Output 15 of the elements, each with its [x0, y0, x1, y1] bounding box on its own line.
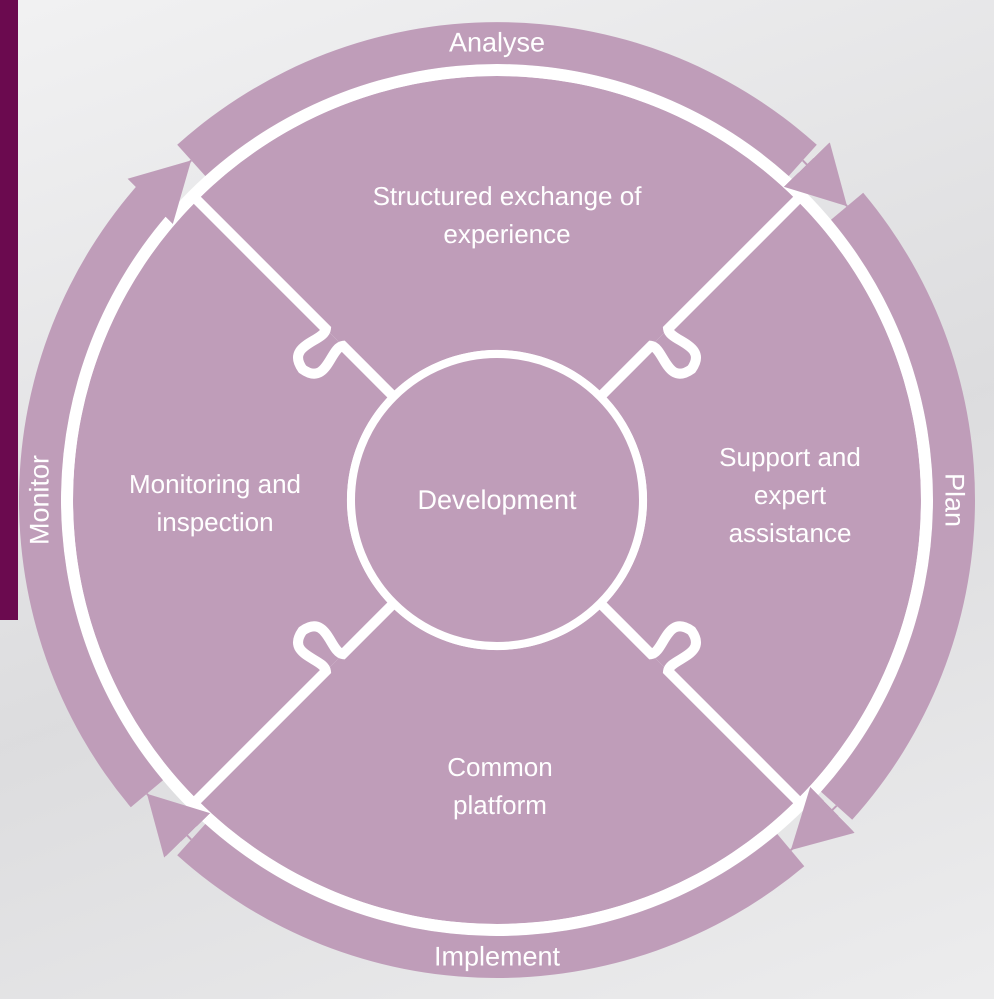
band-label: Implement [434, 942, 560, 972]
band-label: Monitor [24, 454, 56, 546]
arrow [790, 786, 855, 851]
arrow [128, 160, 192, 224]
piece-label: Common platform [446, 751, 554, 822]
piece-label: Structured exchange of experience [372, 180, 642, 251]
center-label: Development [417, 484, 577, 516]
cycle-band [177, 22, 817, 176]
band-label: Analyse [448, 28, 546, 58]
piece-label: Support and expert assistance [718, 441, 862, 550]
arrow [146, 793, 210, 858]
cycle-band [177, 824, 805, 978]
band-label: Plan [938, 472, 970, 528]
piece-label: Monitoring and inspection [128, 468, 302, 539]
arrow [784, 142, 848, 207]
